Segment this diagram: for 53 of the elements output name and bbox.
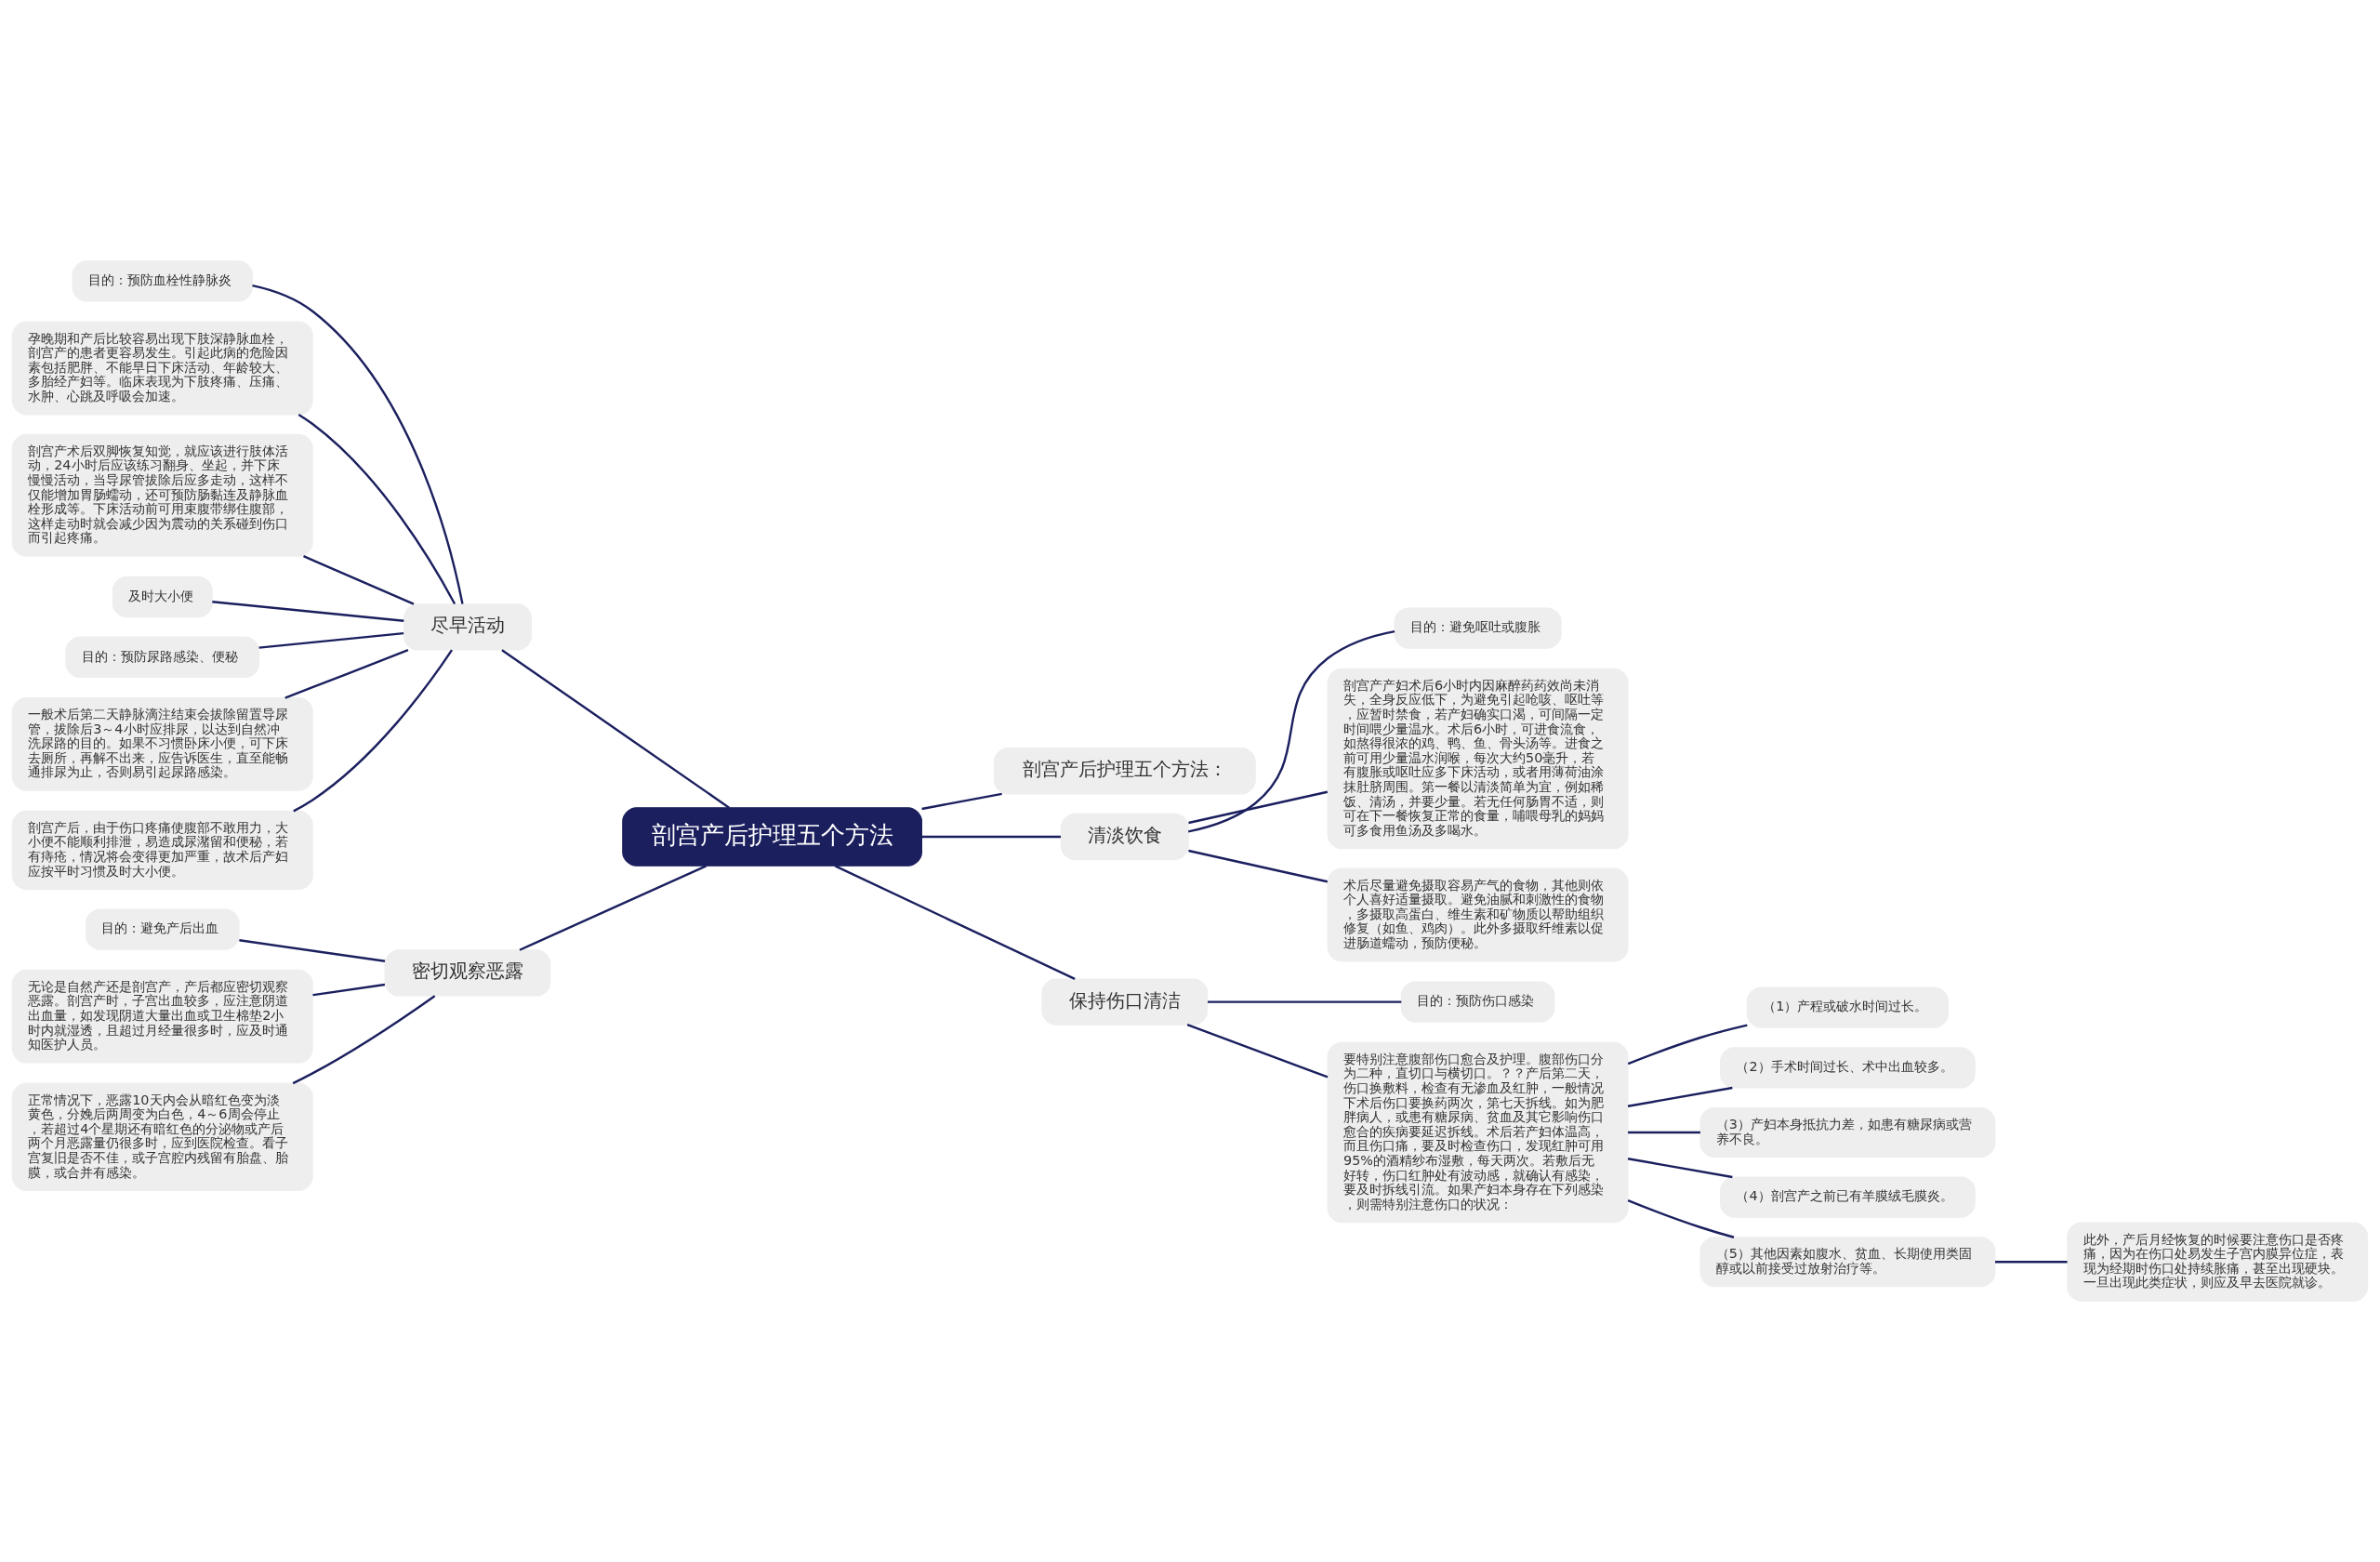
node-box: 剖宫产后，由于伤口疼痛使腹部不敢用力，大小便不能顺利排泄，易造成尿潴留和便秘，若有痔疮，情况将会变得更加严重，故术后产妇应按平时习惯及时大小便。 <box>11 810 313 890</box>
node-box: 目的：避免呕吐或腹胀 <box>1394 607 1562 649</box>
node-box: 剖宫产产妇术后6小时内因麻醉药药效尚未消失，全身反应低下，为避免引起呛咳、呕吐等，应暂时禁食，若产妇确实口渴，可间隔一定时间喂少量温水。术后6小时，可进食流食，如熬得很浓的鸡、鸭、鱼、骨头汤等。进食之前可用少量温水润喉，每次大约50毫升，若有腹胀或呕吐应多下床活动，或者用薄荷油涂抹肚脐周围。第一餐以清淡简单为宜，例如稀饭、清汤，并要少量。若无任何肠胃不适，则可在下一餐恢复正常的食量，哺喂母乳的妈妈可多食用鱼汤及多喝水。 <box>1327 668 1629 850</box>
connector <box>212 601 404 622</box>
connector <box>1186 1024 1329 1079</box>
node-box: 一般术后第二天静脉滴注结束会拔除留置导尿管，拔除后3～4小时应排尿，以达到自然冲洗尿路的目的。如果不习惯卧床小便，可下床去厕所，再解不出来，应告诉医生，直至能畅通排尿为止，否则易引起尿路感染。 <box>11 697 313 791</box>
connector <box>834 865 1076 980</box>
connector <box>1188 629 1395 833</box>
connector <box>292 995 436 1085</box>
connector <box>1628 1131 1700 1134</box>
connector <box>312 983 386 997</box>
connector <box>921 792 1002 811</box>
node-box: 尽早活动 <box>403 603 532 651</box>
connector <box>1995 1261 2068 1264</box>
node-box: 目的：预防血栓性静脉炎 <box>72 260 253 302</box>
node-box: 要特别注意腹部伤口愈合及护理。腹部伤口分为二种，直切口与横切口。？？产后第二天，伤口换敷料，检查有无渗血及红肿，一般情况下术后伤口要换药两次，第七天拆线。如为肥胖病人，或患有糖尿病、贫血及其它影响伤口愈合的疾病要延迟拆线。术后若产妇体温高，而且伤口痛，要及时检查伤口，发现红肿可用95%的酒精纱布湿敷，每天两次。若敷后无好转，伤口红肿处有波动感，就确认有感染，要及时拆线引流。如果产妇本身存在下列感染，则需特别注意伤口的状况： <box>1327 1041 1629 1224</box>
connector <box>1627 1086 1733 1107</box>
node-box: 及时大小便 <box>112 576 213 618</box>
node-box: （1）产程或破水时间过长。 <box>1746 986 1949 1028</box>
node-box: 目的：避免产后出血 <box>86 908 240 950</box>
connector <box>1208 1000 1402 1003</box>
connector <box>298 413 456 605</box>
connector <box>519 865 707 951</box>
node-box: 无论是自然产还是剖宫产，产后都应密切观察恶露。剖宫产时，子宫出血较多，应注意阴道出血量，如发现阴道大量出血或卫生棉垫2小时内就湿透，且超过月经量很多时，应及时通知医护人员。 <box>11 969 313 1064</box>
connector <box>1188 849 1329 883</box>
node-box: 正常情况下，恶露10天内会从暗红色变为淡黄色，分娩后两周变为白色，4～6周会停止，若超过4个星期还有暗红色的分泌物或产后两个月恶露量仍很多时，应到医院检查。看子宫复旧是否不佳，或子宫腔内残留有胎盘、胎膜，或合并有感染。 <box>11 1082 313 1191</box>
connector <box>252 284 464 604</box>
connector <box>921 835 1061 839</box>
connector <box>293 649 454 813</box>
node-box: 孕晚期和产后比较容易出现下肢深静脉血栓，剖宫产的患者更容易发生。引起此病的危险因素包括肥胖、不能早日下床活动、年龄较大、多胎经产妇等。临床表现为下肢疼痛、压痛、水肿、心跳及呼吸会加速。 <box>11 321 313 416</box>
connector <box>284 649 409 699</box>
node-box: 清淡饮食 <box>1060 813 1189 861</box>
node-box: （3）产妇本身抵抗力差，如患有糖尿病或营养不良。 <box>1699 1107 1996 1158</box>
node-box: 目的：预防伤口感染 <box>1400 981 1555 1023</box>
connector <box>258 631 404 649</box>
node-box: 剖宫产后护理五个方法： <box>993 748 1256 795</box>
connector <box>1627 1158 1733 1179</box>
node-box: 术后尽量避免摄取容易产气的食物，其他则依个人喜好适量摄取。避免油腻和刺激性的食物，多摄取高蛋白、维生素和矿物质以帮助组织修复（如鱼、鸡肉）。此外多摄取纤维素以促进肠道蠕动，预防便秘。 <box>1327 867 1629 962</box>
node-box: （5）其他因素如腹水、贫血、长期使用类固醇或以前接受过放射治疗等。 <box>1699 1237 1996 1288</box>
connector <box>1627 1198 1735 1238</box>
connector <box>303 555 415 605</box>
node-box: 保持伤口清洁 <box>1041 978 1209 1026</box>
connector <box>239 939 386 962</box>
connector <box>1627 1024 1748 1066</box>
node-box: 剖宫产后护理五个方法 <box>622 807 922 867</box>
node-box: 剖宫产术后双脚恢复知觉，就应该进行肢体活动，24小时后应该练习翻身、坐起，并下床慢慢活动，当导尿管拔除后应多走动，这样不仅能增加胃肠蠕动，还可预防肠黏连及静脉血栓形成等。下床活动前可用束腹带绑住腹部，这样走动时就会减少因为震动的关系碰到伤口而引起疼痛。 <box>11 433 313 557</box>
connector <box>501 649 730 809</box>
node-box: （2）手术时间过长、术中出血较多。 <box>1720 1047 1976 1089</box>
node-box: 密切观察恶露 <box>384 949 551 997</box>
node-box: 目的：预防尿路感染、便秘 <box>65 636 260 678</box>
node-box: （4）剖宫产之前已有羊膜绒毛膜炎。 <box>1720 1176 1976 1218</box>
connector <box>1188 790 1329 825</box>
node-box: 此外，产后月经恢复的时候要注意伤口是否疼痛，因为在伤口处易发生子宫内膜异位症，表现为经期时伤口处持续胀痛，甚至出现硬块。一旦出现此类症状，则应及早去医院就诊。 <box>2067 1222 2369 1302</box>
